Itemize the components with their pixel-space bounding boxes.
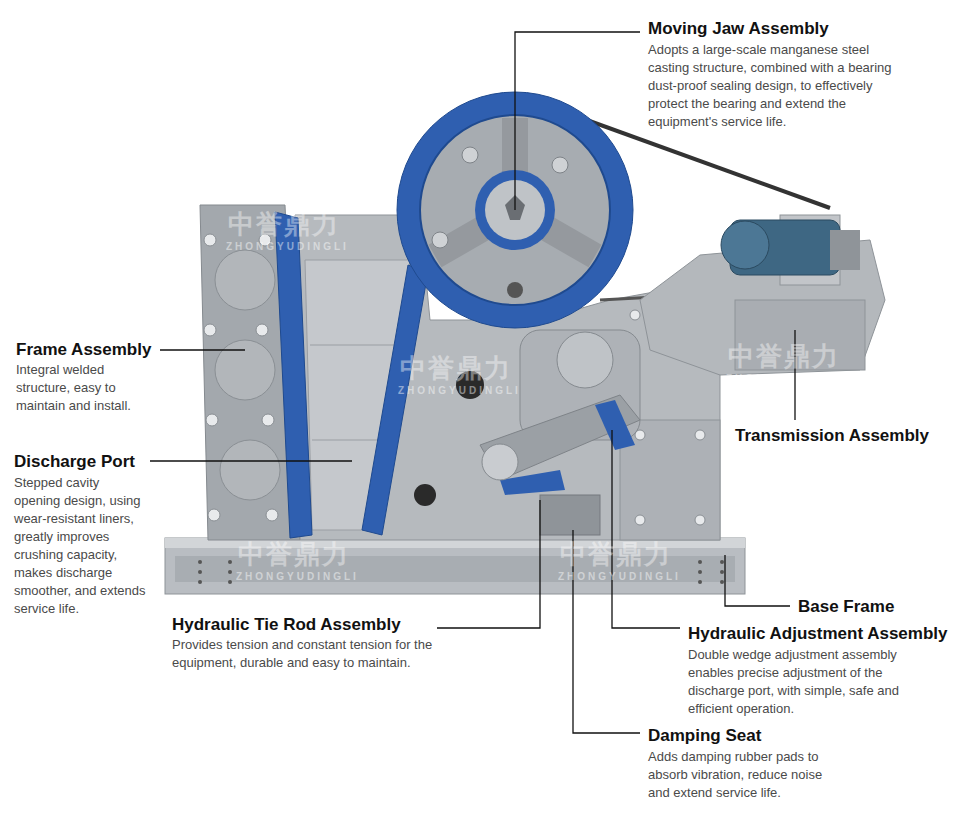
callout-heading: Hydraulic Tie Rod Assembly — [172, 615, 401, 635]
watermark: 中誉鼎力 — [728, 340, 840, 374]
callout-description: Adopts a large-scale manganese steel cas… — [648, 41, 906, 131]
callout-heading: Frame Assembly — [16, 340, 151, 360]
watermark: ZHONGYUDINGLI — [558, 570, 681, 583]
callout-description: Double wedge adjustment assembly enables… — [688, 646, 938, 718]
fixed-jaw-liner — [275, 212, 312, 538]
watermark: ZHONGYUDINGLI — [398, 384, 521, 397]
callout-heading: Damping Seat — [648, 726, 761, 746]
watermark: ZHONGYUDINGLI — [236, 570, 359, 583]
watermark: ZHONGYUDINGLI — [726, 372, 849, 385]
callout-description: Integral welded structure, easy to maint… — [16, 361, 156, 415]
callout-heading: Moving Jaw Assembly — [648, 19, 829, 39]
base-frame — [165, 538, 745, 594]
watermark: 中誉鼎力 — [228, 208, 340, 242]
callout-description: Provides tension and constant tension fo… — [172, 636, 434, 672]
transmission-assembly — [640, 215, 885, 375]
callout-description: Stepped cavity opening design, using wea… — [14, 474, 148, 618]
callout-description: Adds damping rubber pads to absorb vibra… — [648, 748, 823, 802]
callout-heading: Hydraulic Adjustment Assembly — [688, 624, 947, 644]
watermark: ZHONGYUDINGLI — [226, 240, 349, 253]
watermark: 中誉鼎力 — [400, 352, 512, 386]
watermark: 中誉鼎力 — [560, 538, 672, 572]
moving-jaw-liner — [362, 265, 428, 535]
watermark: 中誉鼎力 — [238, 538, 350, 572]
callout-heading: Transmission Assembly — [735, 426, 929, 446]
callout-heading: Base Frame — [798, 597, 894, 617]
callout-heading: Discharge Port — [14, 452, 135, 472]
